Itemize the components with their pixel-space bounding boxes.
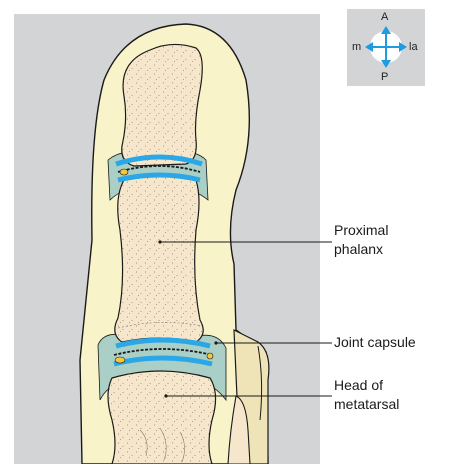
leader-dot-head-of-metatarsal: [164, 394, 167, 397]
lower-fat-pad-left: [115, 357, 125, 363]
orientation-posterior-label: P: [381, 71, 388, 83]
label-proximal-phalanx-line2: phalanx: [334, 240, 388, 259]
leader-dot-proximal-phalanx: [158, 240, 161, 243]
label-joint-capsule: Joint capsule: [334, 333, 416, 352]
label-head-of-metatarsal: Head of metatarsal: [334, 376, 399, 414]
orientation-anterior-label: A: [381, 11, 388, 23]
label-head-of-metatarsal-line1: Head of: [334, 376, 399, 395]
label-proximal-phalanx: Proximal phalanx: [334, 221, 388, 259]
orientation-medial-label: m: [352, 41, 361, 53]
leader-dot-joint-capsule: [214, 341, 217, 344]
lower-fat-pad-right: [207, 353, 213, 359]
orientation-lateral-label: la: [409, 41, 418, 53]
label-head-of-metatarsal-line2: metatarsal: [334, 395, 399, 414]
upper-fat-pad: [120, 169, 128, 175]
label-proximal-phalanx-line1: Proximal: [334, 221, 388, 240]
